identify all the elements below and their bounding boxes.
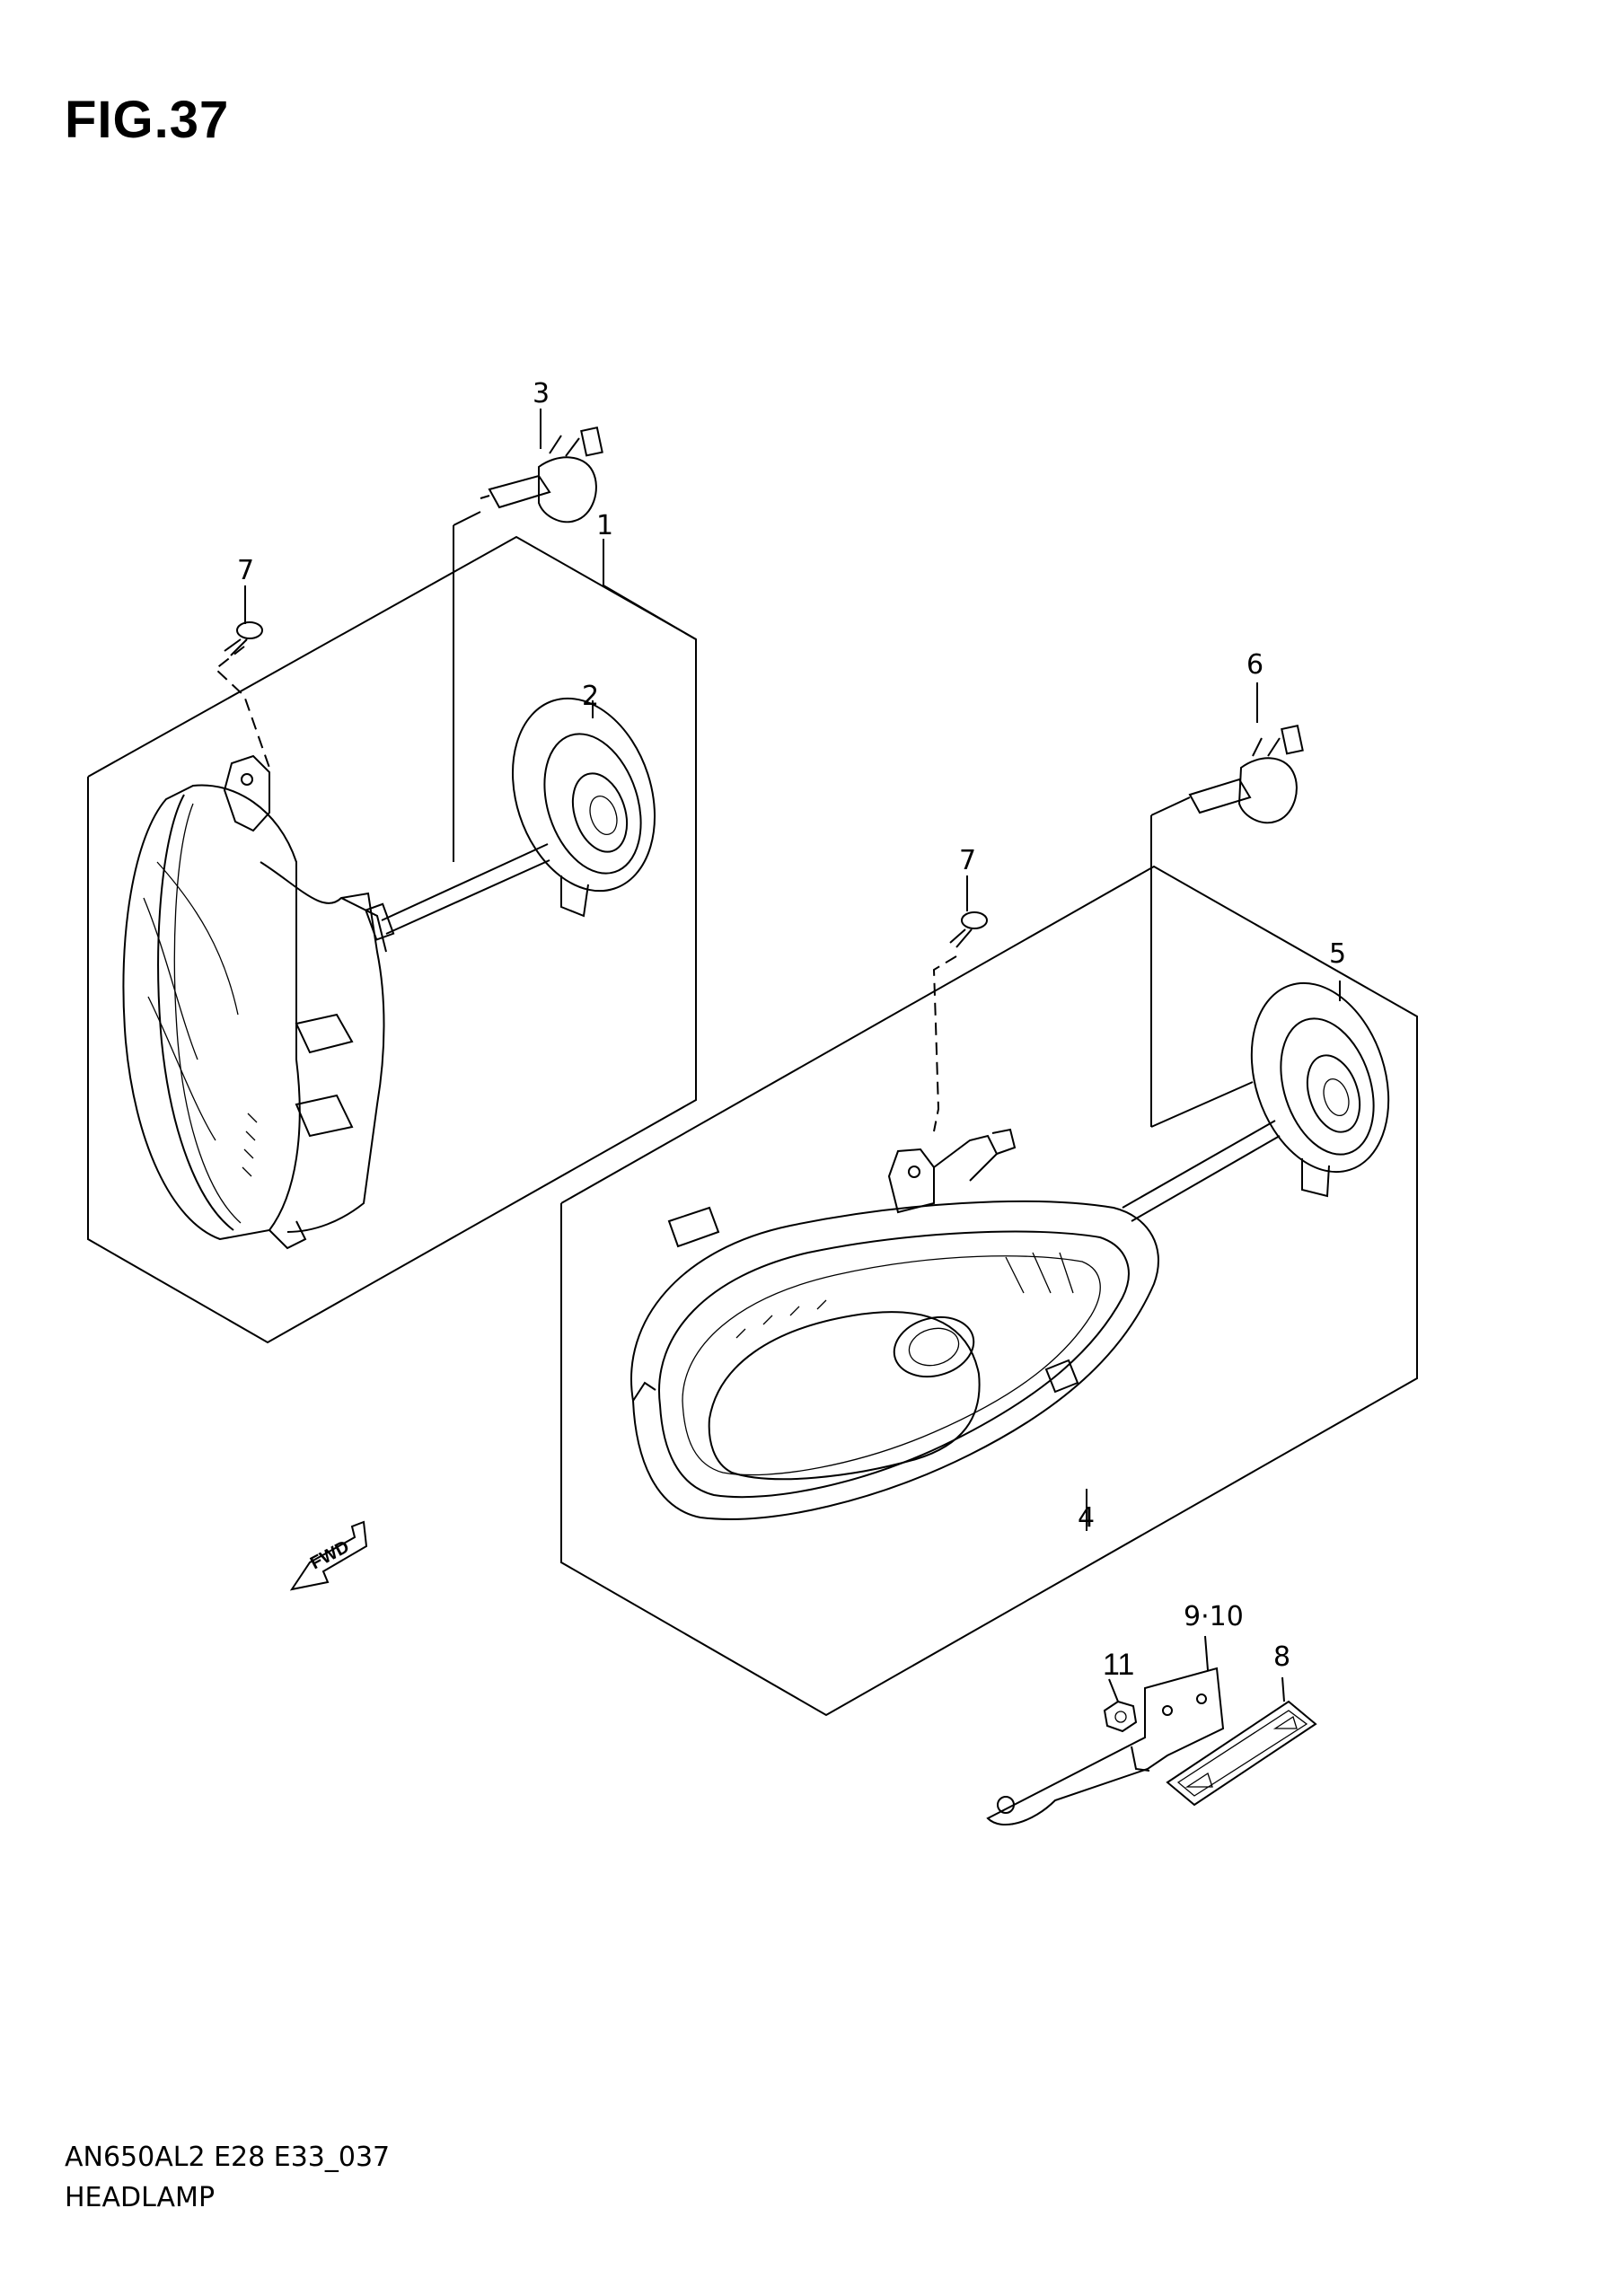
callout-3: 3 [533, 378, 550, 409]
callout-8: 8 [1273, 1641, 1290, 1673]
screw-7-left [224, 621, 263, 656]
figure-title: FIG.37 [65, 91, 230, 149]
forward-direction-marker: FWD [289, 1520, 368, 1591]
callout-5: 5 [1329, 938, 1346, 970]
bulb-3 [480, 427, 603, 523]
callout-9-10: 9·10 [1184, 1601, 1244, 1632]
callout-7-right: 7 [959, 845, 976, 876]
diagram-name: HEADLAMP [65, 2182, 216, 2213]
callout-2: 2 [582, 681, 599, 712]
callout-11: 11 [1103, 1648, 1134, 1682]
callout-7-left: 7 [237, 555, 254, 586]
bulb-cover-2 [511, 697, 656, 918]
bulb-cover-5 [1250, 981, 1390, 1198]
left-headlamp-assembly [87, 427, 697, 1344]
callout-1: 1 [596, 510, 613, 541]
callout-4: 4 [1078, 1502, 1095, 1534]
reflector-bracket-assembly [986, 1635, 1317, 1826]
bulb-6 [1188, 682, 1304, 824]
screw-7-right [949, 911, 988, 948]
right-headlamp-assembly [560, 682, 1418, 1717]
diagram-code: AN650AL2 E28 E33_037 [65, 2142, 391, 2173]
callout-6: 6 [1246, 649, 1263, 681]
